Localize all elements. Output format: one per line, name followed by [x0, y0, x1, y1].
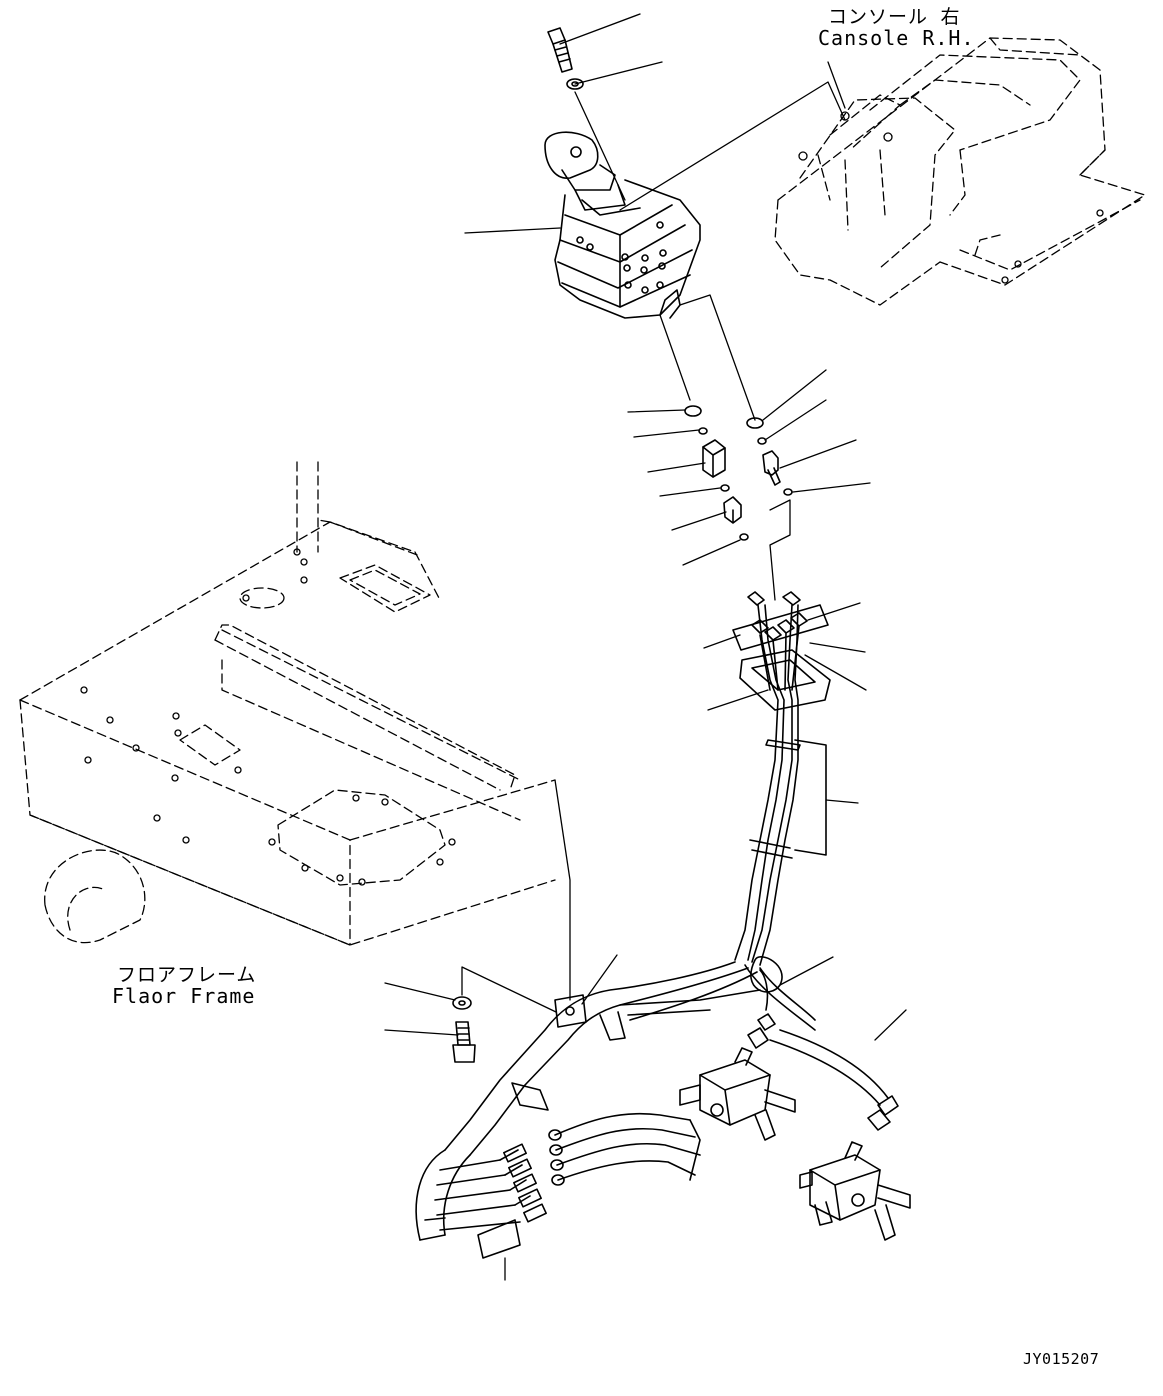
leader-lines: [384, 13, 907, 1281]
hose-bundle: [732, 591, 899, 1131]
floor-frame-label-en: Flaor Frame: [112, 984, 256, 1008]
floor-frame-holes: [80, 548, 456, 886]
floor-bolt: [452, 1021, 476, 1063]
top-washer: [566, 78, 584, 90]
drawing-code: JY015207: [1023, 1350, 1100, 1368]
hose-harness-lower: [415, 961, 761, 1259]
joystick-lever: [544, 131, 701, 319]
top-bolt: [547, 27, 573, 73]
valve-block-1: [679, 1047, 796, 1141]
console-label-en: Cansole R.H.: [818, 26, 975, 50]
floor-frame: [19, 461, 556, 946]
console-bolts: [798, 111, 1104, 284]
hose-group-center: [548, 1112, 701, 1186]
floor-washer: [452, 996, 472, 1010]
console-label-jp: コンソール 右: [828, 6, 961, 28]
console-rh: [774, 37, 1146, 306]
floor-frame-label-jp: フロアフレーム: [117, 964, 257, 986]
fittings: [684, 405, 793, 541]
valve-block-2: [799, 1141, 911, 1241]
